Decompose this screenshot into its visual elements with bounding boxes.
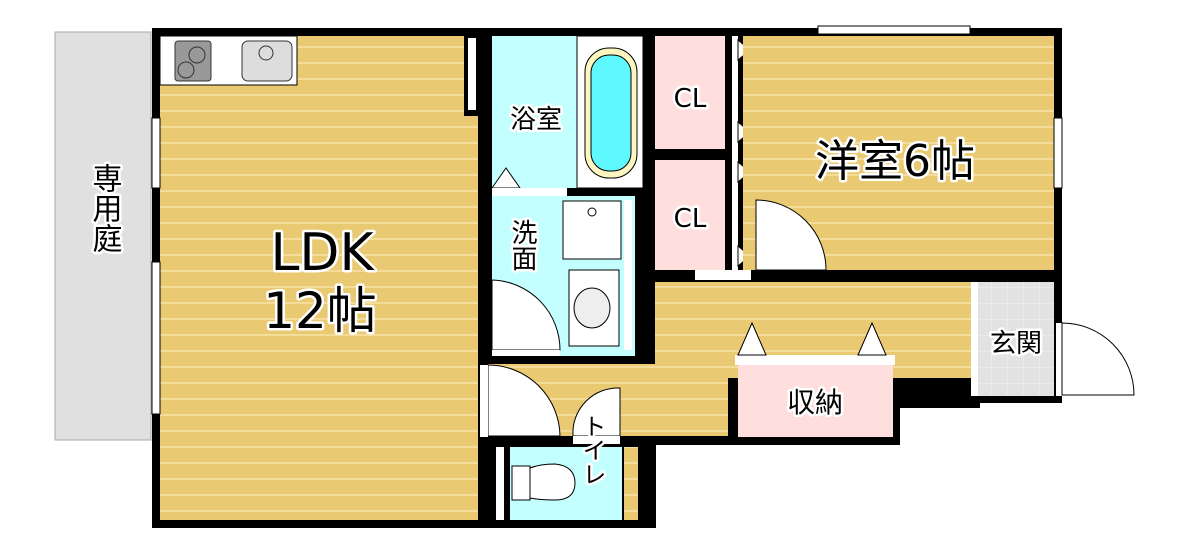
garden-label-1: 専用庭	[87, 163, 123, 253]
ldk-size-label: 12帖	[263, 282, 377, 340]
entrance-floor	[978, 282, 1054, 396]
toilet-label: トイレ	[578, 414, 606, 486]
window-icon	[151, 117, 161, 189]
window-icon	[1053, 117, 1063, 189]
western-room-label: 洋室6帖	[815, 136, 975, 187]
door-icon	[755, 199, 827, 271]
bath-label: 浴室	[510, 105, 562, 135]
entrance-label: 玄関	[990, 329, 1042, 359]
closet-lower-label: CL	[674, 204, 707, 234]
garden-area	[54, 31, 152, 441]
closet-upper-label: CL	[674, 84, 707, 114]
stove-icon	[174, 40, 212, 82]
bath-floor	[492, 36, 577, 188]
ldk-label: LDK	[270, 223, 375, 283]
ldk-floor	[160, 36, 478, 520]
window-icon	[817, 25, 971, 35]
toilet-icon	[511, 463, 576, 501]
closet-lower	[655, 160, 725, 270]
wash-label: 洗面	[507, 219, 537, 271]
entrance-door-icon	[1061, 322, 1135, 396]
window-icon	[151, 261, 161, 415]
storage-floor	[738, 365, 893, 437]
sink-icon	[241, 40, 293, 82]
kitchen-counter	[159, 35, 298, 86]
washing-machine-icon	[562, 200, 622, 260]
closet-upper	[655, 36, 725, 149]
storage-label: 収納	[787, 386, 843, 419]
